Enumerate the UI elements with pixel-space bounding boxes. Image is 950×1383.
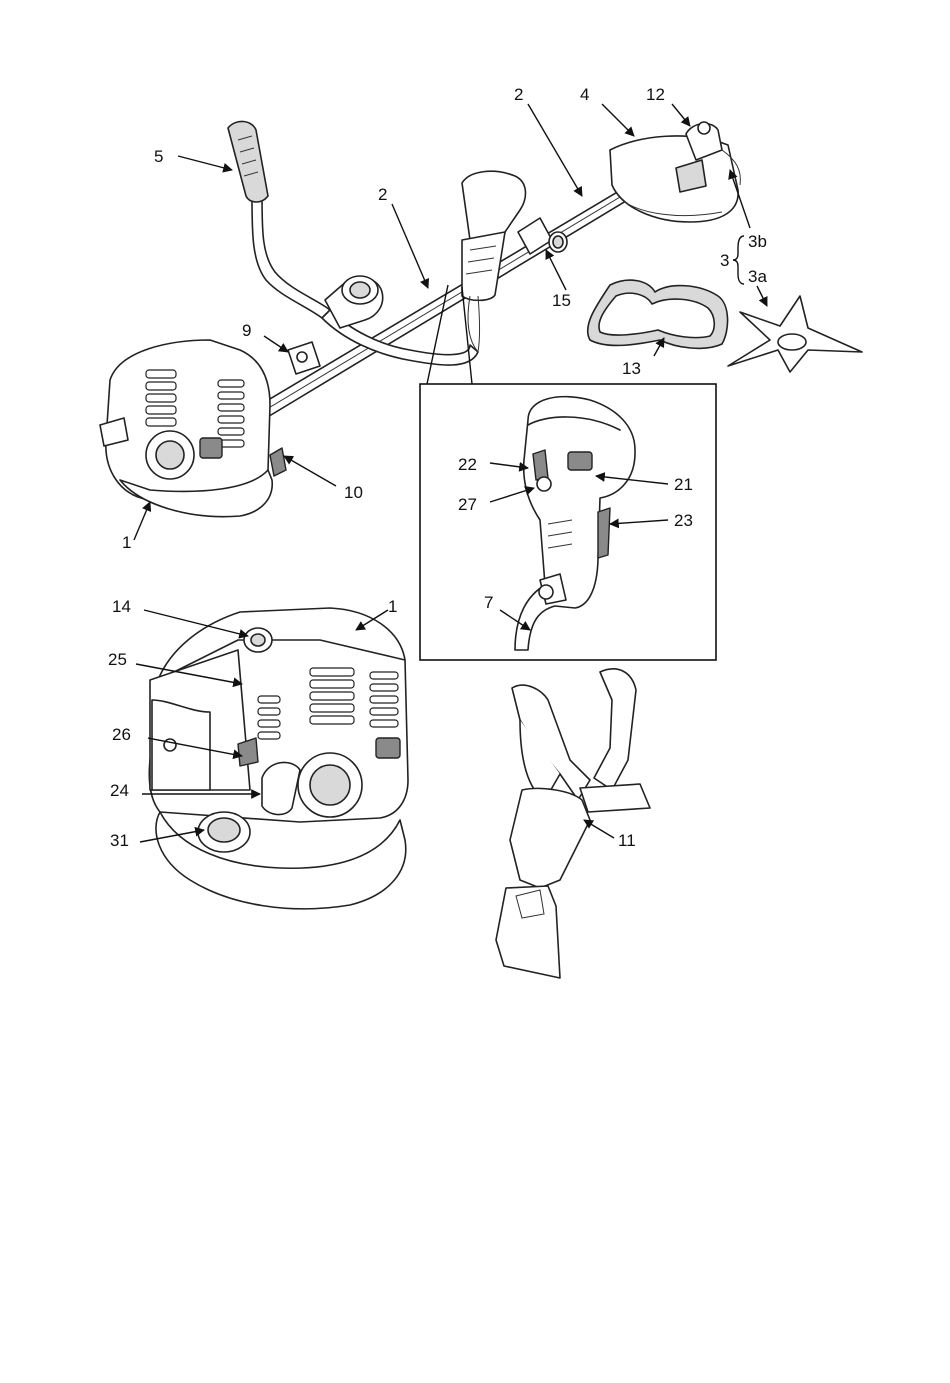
callout-26: 26: [112, 725, 131, 744]
cutting-blade: [728, 296, 862, 372]
guard-extension: [588, 280, 728, 348]
callout-22: 22: [458, 455, 477, 474]
harness-hanger: [288, 342, 320, 374]
callout-1-engine: 1: [388, 597, 397, 616]
callout-21: 21: [674, 475, 693, 494]
callout-31: 31: [110, 831, 129, 850]
callout-5: 5: [154, 147, 163, 166]
callout-9: 9: [242, 321, 251, 340]
throttle-lock: [533, 450, 548, 480]
callout-15: 15: [552, 291, 571, 310]
callout-11: 11: [618, 831, 636, 850]
callout-3: 3: [720, 251, 729, 270]
group-brace-3: [733, 236, 744, 284]
callout-1-main: 1: [122, 533, 131, 552]
callout-4: 4: [580, 85, 589, 104]
callout-10: 10: [344, 483, 363, 502]
callout-14: 14: [112, 597, 131, 616]
engine-closeup: [149, 608, 408, 909]
callout-24: 24: [110, 781, 129, 800]
callout-12: 12: [646, 85, 665, 104]
callout-13: 13: [622, 359, 641, 378]
callout-3b: 3b: [748, 232, 767, 251]
cruise-button: [537, 477, 551, 491]
brushcutter-assembly: [100, 121, 862, 516]
callout-3a: 3a: [748, 267, 767, 286]
callout-27: 27: [458, 495, 477, 514]
callout-2-shaft: 2: [378, 185, 387, 204]
inset-leader-right: [462, 287, 472, 384]
callout-2-tube: 2: [514, 85, 523, 104]
callout-7: 7: [484, 593, 493, 612]
throttle-trigger: [598, 508, 610, 558]
callout-23: 23: [674, 511, 693, 530]
stop-switch: [568, 452, 592, 470]
shoulder-harness: [496, 669, 650, 978]
bike-handlebar: [228, 121, 478, 365]
engine-unit: [100, 340, 286, 517]
callout-25: 25: [108, 650, 127, 669]
